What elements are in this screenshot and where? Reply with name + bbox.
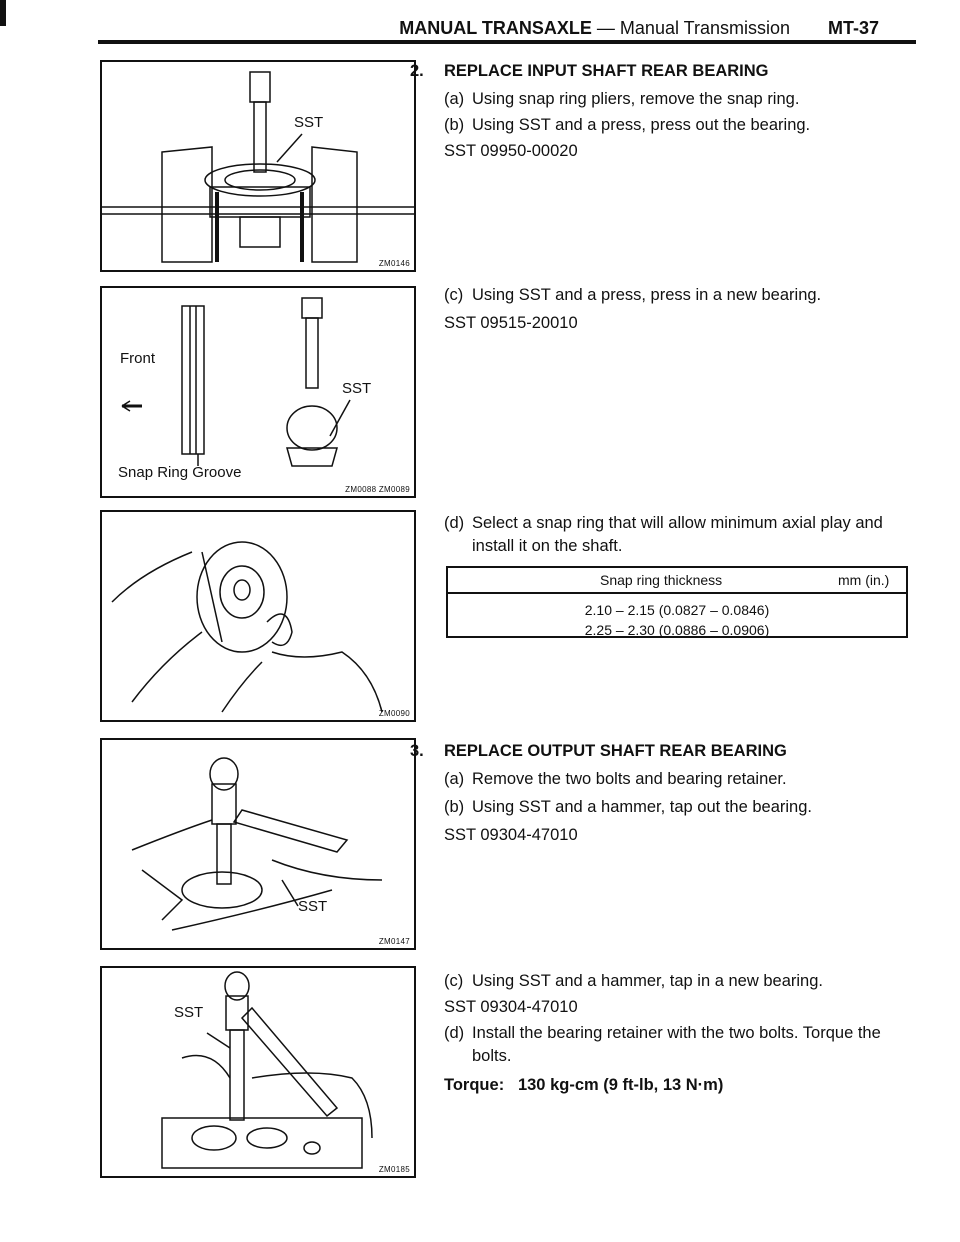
- torque-label: Torque:: [444, 1076, 505, 1094]
- step3-a-key: (a): [444, 770, 465, 788]
- figure4-sst-label: SST: [298, 898, 328, 915]
- step3-sst-b: SST 09304-47010: [444, 826, 578, 844]
- header-subsection: Manual Transmission: [619, 18, 790, 38]
- step2-c: (c) Using SST and a press, press in a new…: [444, 284, 914, 307]
- table-row: 2.10 – 2.15 (0.0827 – 0.0846): [584, 602, 770, 618]
- step2-a-text: Using snap ring pliers, remove the snap …: [472, 90, 800, 108]
- figure-press-in-bearing: Front Snap Ring Groove SST ZM0088 ZM0089: [100, 286, 416, 498]
- table-header-label: Snap ring thickness: [600, 572, 723, 588]
- step2-b-text: Using SST and a press, press out the bea…: [472, 116, 811, 134]
- step2-title: REPLACE INPUT SHAFT REAR BEARING: [444, 62, 769, 80]
- press-in-bearing-illustration: [121, 297, 351, 467]
- step3-number: 3.: [410, 742, 424, 760]
- page-edge-mark: [0, 0, 6, 26]
- snap-ring-thickness-table: Snap ring thickness mm (in.) 2.10 – 2.15…: [446, 566, 908, 638]
- header-section: MANUAL TRANSAXLE: [399, 18, 592, 38]
- figure1-sst-label: SST: [294, 114, 324, 131]
- step2-d: (d) Select a snap ring that will allow mi…: [444, 512, 914, 558]
- step2-b-key: (b): [444, 116, 465, 134]
- step3-a: (a) Remove the two bolts and bearing reta…: [444, 768, 914, 791]
- figure-press-out-bearing: SST ZM0146: [100, 60, 416, 272]
- step2-c-key: (c): [444, 286, 464, 304]
- step3-d: (d) Install the bearing retainer with the…: [444, 1022, 914, 1068]
- step3-a-text: Remove the two bolts and bearing retaine…: [472, 770, 787, 788]
- figure-tap-in-bearing: SST ZM0185: [100, 966, 416, 1178]
- figure2-sst-label: SST: [342, 380, 372, 397]
- figure3-code: ZM0090: [378, 709, 410, 718]
- header-dash: —: [591, 18, 620, 38]
- figure2-code: ZM0088 ZM0089: [345, 485, 410, 494]
- step2-d-text: Select a snap ring that will allow minim…: [472, 514, 883, 555]
- step2-sst-c: SST 09515-20010: [444, 314, 578, 332]
- torque-value: 130 kg-cm (9 ft-lb, 13 N·m): [517, 1076, 724, 1094]
- page-number: MT-37: [828, 18, 880, 38]
- table-header: Snap ring thickness mm (in.): [448, 568, 906, 594]
- figure5-sst-label: SST: [174, 1004, 204, 1021]
- step3-heading: 3. REPLACE OUTPUT SHAFT REAR BEARING: [410, 740, 880, 763]
- step3-b-key: (b): [444, 798, 465, 816]
- table-body: 2.10 – 2.15 (0.0827 – 0.0846) 2.25 – 2.3…: [448, 594, 906, 640]
- figure-install-snap-ring: ZM0090: [100, 510, 416, 722]
- page-header: MANUAL TRANSAXLE — Manual Transmission: [0, 18, 790, 39]
- figure2-front-label: Front: [120, 350, 156, 367]
- tap-in-bearing-illustration: [161, 971, 373, 1169]
- step2-sst-b: SST 09950-00020: [444, 142, 578, 160]
- step3-c-text: Using SST and a hammer, tap in a new bea…: [472, 972, 823, 990]
- tap-out-bearing-illustration: [131, 757, 383, 931]
- figure1-code: ZM0146: [378, 259, 410, 268]
- figure2-snap-ring-groove-label: Snap Ring Groove: [118, 464, 242, 481]
- step2-heading: 2. REPLACE INPUT SHAFT REAR BEARING: [410, 60, 880, 83]
- step3-c: (c) Using SST and a hammer, tap in a new …: [444, 970, 914, 993]
- step3-c-key: (c): [444, 972, 464, 990]
- figure4-code: ZM0147: [378, 937, 410, 946]
- torque-spec: Torque: 130 kg-cm (9 ft-lb, 13 N·m): [444, 1074, 914, 1097]
- header-rule: [98, 40, 916, 44]
- step2-c-text: Using SST and a press, press in a new be…: [472, 286, 822, 304]
- figure5-code: ZM0185: [378, 1165, 410, 1174]
- step3-sst-c: SST 09304-47010: [444, 998, 578, 1016]
- step2-a: (a) Using snap ring pliers, remove the sn…: [444, 88, 914, 111]
- step3-title: REPLACE OUTPUT SHAFT REAR BEARING: [444, 742, 787, 760]
- press-out-bearing-illustration: [102, 71, 414, 263]
- step2-b: (b) Using SST and a press, press out the …: [444, 114, 914, 137]
- table-row: 2.25 – 2.30 (0.0886 – 0.0906): [584, 622, 770, 638]
- step2-d-key: (d): [444, 514, 465, 532]
- figure-tap-out-bearing: SST ZM0147: [100, 738, 416, 950]
- table-header-unit: mm (in.): [838, 572, 890, 588]
- step3-b: (b) Using SST and a hammer, tap out the b…: [444, 796, 914, 819]
- step3-b-text: Using SST and a hammer, tap out the bear…: [472, 798, 812, 816]
- step3-d-key: (d): [444, 1024, 465, 1042]
- step2-a-key: (a): [444, 90, 465, 108]
- step3-d-text: Install the bearing retainer with the tw…: [472, 1024, 881, 1065]
- install-snap-ring-illustration: [111, 541, 383, 713]
- step2-number: 2.: [410, 62, 424, 80]
